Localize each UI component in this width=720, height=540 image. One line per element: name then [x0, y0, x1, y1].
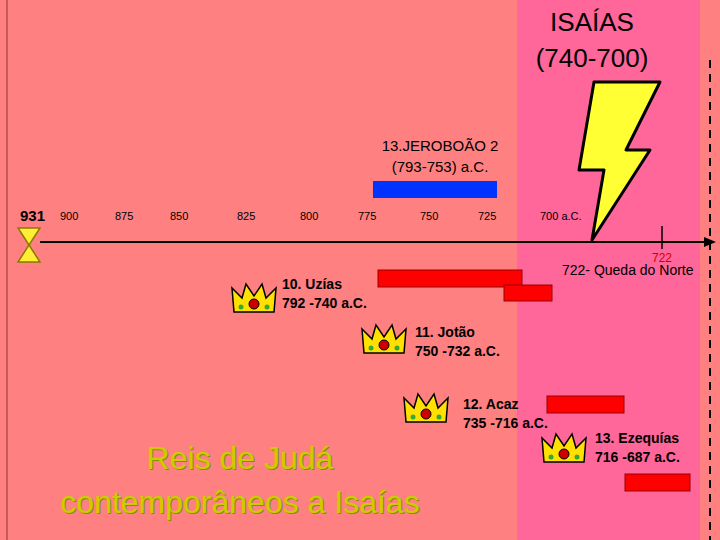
period-heading: ISAÍAS (740-700) — [517, 4, 667, 76]
reign-bar-jeroboam — [373, 181, 497, 198]
crown-icon — [362, 325, 406, 353]
lightning-bolt — [579, 82, 660, 240]
king-name: 11. Jotão — [415, 324, 475, 341]
king-name: 13. Ezequías — [595, 430, 679, 447]
reign-dates: 735 -716 a.C. — [463, 415, 548, 432]
year-tick: 700 a.C. — [540, 210, 582, 223]
reign-bar-jotao — [504, 285, 552, 301]
crown-icon — [542, 434, 586, 462]
crown-icon — [404, 394, 448, 422]
year-tick: 931 — [20, 207, 45, 225]
dashed-limit-line — [709, 60, 711, 540]
reign-bar-acaz — [547, 396, 624, 413]
event-note: 722- Queda do Norte — [562, 262, 694, 279]
reign-bar-ezequias — [625, 474, 690, 491]
reign-dates: 716 -687 a.C. — [595, 449, 680, 466]
diagram-title: Reis de Judá contemporâneos a Isaías — [40, 436, 440, 524]
reign-dates: (793-753) a.C. — [392, 158, 489, 176]
timeline-arrowhead — [704, 237, 716, 247]
left-edge-line — [6, 0, 8, 540]
king-name: 10. Uzías — [282, 276, 342, 293]
year-tick: 775 — [358, 210, 376, 223]
timeline-axis — [40, 241, 706, 243]
tick-722 — [661, 226, 663, 249]
king-name: 12. Acaz — [463, 396, 519, 413]
year-tick: 750 — [420, 210, 438, 223]
year-tick: 900 — [60, 210, 78, 223]
year-tick: 800 — [300, 210, 318, 223]
year-tick: 825 — [237, 210, 255, 223]
king-name: 13.JEROBOÃO 2 — [382, 137, 499, 155]
isaiah-band-ground — [517, 0, 700, 540]
hourglass-icon — [18, 228, 40, 262]
reign-dates: 792 -740 a.C. — [282, 295, 367, 312]
reign-bar-uzias — [378, 270, 522, 287]
year-tick: 875 — [115, 210, 133, 223]
crown-icon — [232, 284, 276, 312]
reign-dates: 750 -732 a.C. — [415, 343, 500, 360]
year-tick: 725 — [478, 210, 496, 223]
year-tick: 850 — [170, 210, 188, 223]
